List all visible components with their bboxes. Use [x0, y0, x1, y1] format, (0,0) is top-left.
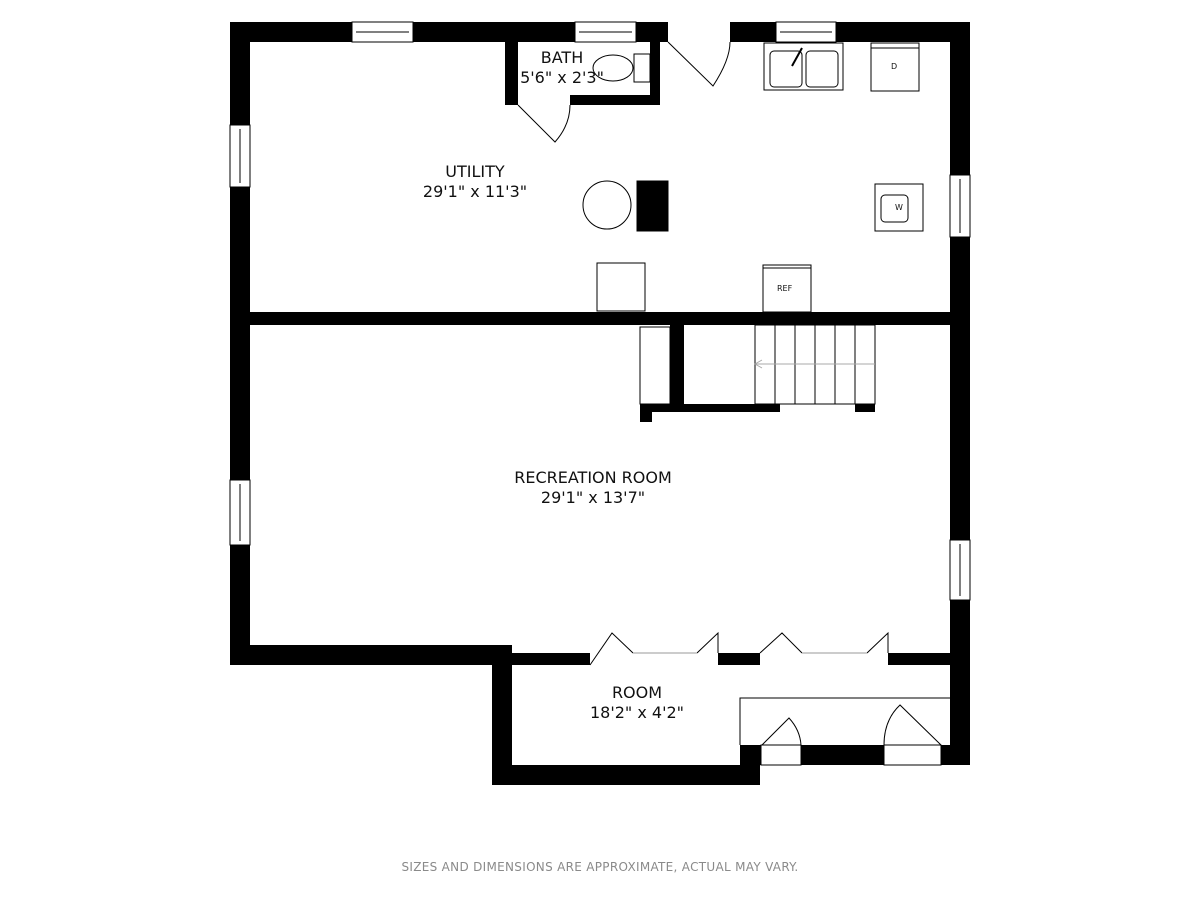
room-dimensions: 5'6" x 2'3" [520, 68, 604, 87]
dryer-label: D [891, 62, 898, 71]
water-heater-icon [582, 180, 632, 230]
room-name: ROOM [611, 683, 663, 702]
stairs [639, 324, 876, 405]
sink-icon [763, 42, 844, 91]
dryer-icon [870, 42, 920, 92]
room-label-recreation: RECREATION ROOM 29'1" x 13'7" [514, 468, 672, 508]
toilet-icon [592, 54, 634, 82]
room-label-room: ROOM 18'2" x 4'2" [590, 683, 684, 723]
fixtures [582, 42, 924, 313]
furnace-icon [636, 180, 669, 232]
doors [517, 22, 950, 766]
room-name: UTILITY [445, 162, 505, 181]
room-dimensions: 29'1" x 11'3" [422, 182, 528, 201]
disclaimer: SIZES AND DIMENSIONS ARE APPROXIMATE, AC… [401, 860, 799, 874]
washer-label: W [895, 203, 903, 212]
room-name: BATH [540, 48, 584, 67]
refrigerator-label: REF [777, 284, 793, 293]
room-dimensions: 18'2" x 4'2" [589, 703, 685, 722]
refrigerator-icon [762, 264, 812, 313]
washer-icon [874, 183, 924, 232]
room-dimensions: 29'1" x 13'7" [540, 488, 646, 507]
room-label-utility: UTILITY 29'1" x 11'3" [423, 162, 527, 202]
room-label-bath: BATH 5'6" x 2'3" [520, 48, 604, 88]
windows [229, 21, 971, 601]
room-name: RECREATION ROOM [514, 468, 672, 487]
